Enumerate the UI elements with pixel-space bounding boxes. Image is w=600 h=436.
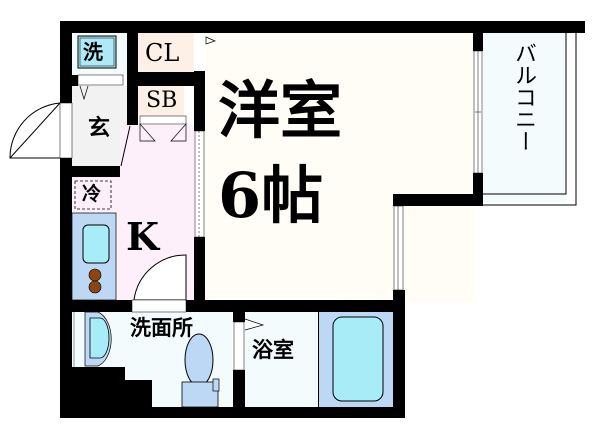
washer-label: 洗: [83, 40, 103, 64]
washroom-label: 洗面所: [130, 315, 193, 340]
western-room: [205, 32, 475, 302]
western-room-label: 洋室: [218, 74, 343, 147]
wall-left-lower: [60, 158, 72, 418]
closet-label: CL: [145, 39, 180, 67]
balcony-label: バルコニー: [511, 42, 536, 152]
wall-bath-divider: [233, 312, 245, 322]
wall-right-lower: [393, 290, 405, 418]
wall-washroom-block2: [60, 380, 152, 410]
wall-bottom: [60, 407, 405, 418]
wall-cl-sb: [127, 72, 205, 86]
wall-room-left: [194, 21, 205, 131]
kitchen-label: K: [126, 214, 160, 259]
western-room-size: 6帖: [218, 159, 324, 232]
wall-balcony-left: [473, 21, 483, 51]
wall-washer-bottom: [60, 75, 78, 86]
closet: [138, 32, 194, 72]
wall-room-left2: [194, 237, 205, 303]
wall-bath-divider2: [233, 370, 245, 410]
balcony: [483, 32, 566, 202]
wall-balcony-left2: [473, 173, 483, 203]
shoe-box-label: SB: [146, 88, 178, 113]
entrance: [72, 86, 127, 166]
wall-room-bottom-step: [393, 194, 483, 206]
shoe-box: [138, 86, 184, 116]
fridge-label: 冷: [82, 183, 102, 205]
wall-entrance-bottom: [60, 166, 120, 177]
entrance-label: 玄: [88, 115, 111, 141]
wall-top: [60, 21, 585, 33]
bathroom-label: 浴室: [252, 337, 294, 362]
